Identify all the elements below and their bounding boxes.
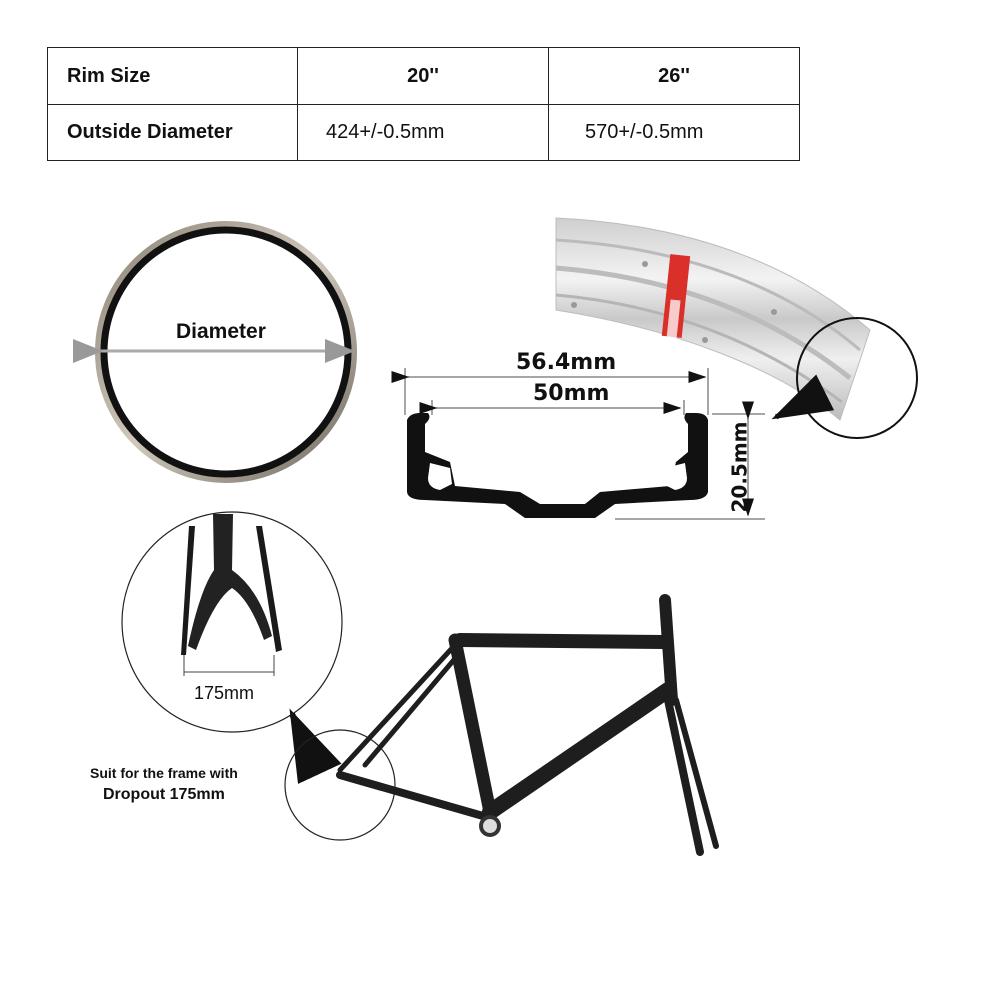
dropout-detail bbox=[121, 511, 343, 784]
rim-section-photo bbox=[555, 217, 918, 439]
arrow-icon bbox=[771, 374, 835, 420]
compatibility-note: Suit for the frame with Dropout 175mm bbox=[90, 762, 238, 806]
table-header-row: Rim Size 20'' 26'' bbox=[47, 47, 800, 105]
outside-diameter-26: 570+/-0.5mm bbox=[548, 104, 800, 161]
note-line-2: Dropout 175mm bbox=[103, 786, 225, 803]
rim-spec-table: Rim Size 20'' 26'' Outside Diameter 424+… bbox=[47, 47, 800, 161]
rim-outer-width: 56.4mm bbox=[516, 350, 617, 375]
outside-diameter-label: Outside Diameter bbox=[47, 104, 298, 161]
diameter-label: Diameter bbox=[176, 320, 266, 343]
rim-ring-icon bbox=[73, 221, 357, 483]
bike-frame bbox=[284, 594, 719, 856]
outside-diameter-20: 424+/-0.5mm bbox=[297, 104, 549, 161]
rim-inner-width: 50mm bbox=[533, 381, 610, 406]
arrow-up-icon bbox=[289, 708, 342, 784]
dropout-highlight-circle bbox=[284, 729, 396, 841]
rim-profile-diagram bbox=[391, 368, 765, 520]
rim-size-20: 20'' bbox=[297, 47, 549, 105]
rim-size-label: Rim Size bbox=[47, 47, 298, 105]
rim-height: 20.5mm bbox=[727, 421, 752, 513]
note-line-1: Suit for the frame with bbox=[90, 765, 238, 781]
table-row: Outside Diameter 424+/-0.5mm 570+/-0.5mm bbox=[47, 104, 800, 161]
dropout-width-label: 175mm bbox=[194, 683, 255, 703]
